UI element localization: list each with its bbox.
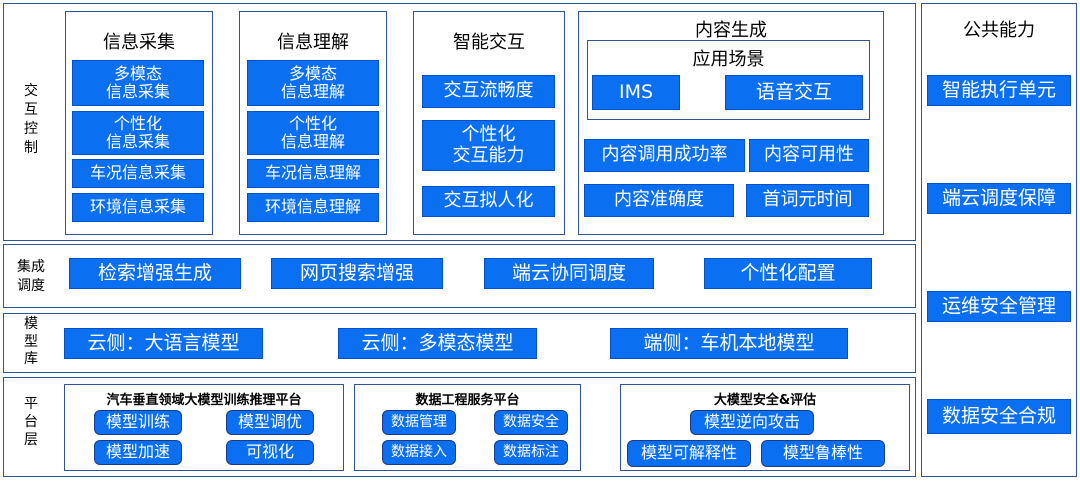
- data-engineering-title: 数据工程服务平台: [415, 393, 520, 408]
- interaction-control-label: 交 互 控 制: [24, 83, 38, 156]
- info-collection-item: 车况信息采集: [72, 159, 204, 188]
- model-library-label: 模 型 库: [24, 316, 38, 367]
- integration-scheduling-label: 集成 调度: [17, 259, 45, 294]
- info-understanding-item: 多模态 信息理解: [247, 60, 379, 106]
- integration-item: 网页搜索增强: [271, 258, 443, 289]
- scenario-item: IMS: [592, 75, 680, 110]
- info-collection-item: 多模态 信息采集: [72, 60, 204, 106]
- info-collection-item: 个性化 信息采集: [72, 111, 204, 155]
- public-capability-item: 数据安全合规: [927, 399, 1071, 434]
- smart-interaction-item: 交互拟人化: [422, 186, 555, 217]
- platform-layer-label: 平 台 层: [24, 396, 38, 449]
- training-platform-item: 模型训练: [94, 410, 182, 435]
- data-engineering-item: 数据接入: [382, 440, 456, 465]
- public-capability-title: 公共能力: [963, 20, 1035, 41]
- model-security-item: 模型可解释性: [627, 440, 751, 467]
- public-capability-item: 端云调度保障: [927, 183, 1071, 214]
- info-understanding-title: 信息理解: [277, 32, 349, 53]
- model-item: 端侧：车机本地模型: [610, 328, 848, 359]
- public-capability-item: 智能执行单元: [927, 75, 1071, 106]
- application-scenario-title: 应用场景: [692, 49, 765, 70]
- info-collection-item: 环境信息采集: [72, 193, 204, 222]
- content-metric-item: 首词元时间: [746, 184, 869, 217]
- scenario-item: 语音交互: [725, 75, 863, 110]
- training-platform-title: 汽车垂直领域大模型训练推理平台: [106, 393, 302, 408]
- content-metric-item: 内容调用成功率: [584, 139, 745, 172]
- training-platform-item: 可视化: [226, 440, 314, 465]
- training-platform-item: 模型加速: [94, 440, 182, 465]
- info-collection-title: 信息采集: [103, 32, 175, 53]
- data-engineering-item: 数据安全: [494, 410, 568, 435]
- info-understanding-item: 个性化 信息理解: [247, 111, 379, 155]
- model-item: 云侧：多模态模型: [338, 328, 537, 359]
- integration-item: 个性化配置: [704, 258, 872, 289]
- training-platform-item: 模型调优: [226, 410, 314, 435]
- model-item: 云侧：大语言模型: [64, 328, 263, 359]
- info-understanding-item: 环境信息理解: [247, 193, 379, 222]
- integration-item: 检索增强生成: [69, 258, 241, 289]
- model-security-item: 模型逆向攻击: [690, 410, 814, 435]
- data-engineering-item: 数据管理: [382, 410, 456, 435]
- model-security-title: 大模型安全&评估: [713, 393, 817, 408]
- content-generation-title: 内容生成: [695, 20, 767, 41]
- data-engineering-item: 数据标注: [494, 440, 568, 465]
- model-security-item: 模型鲁棒性: [761, 440, 885, 467]
- integration-item: 端云协同调度: [484, 258, 654, 289]
- info-understanding-item: 车况信息理解: [247, 159, 379, 188]
- content-metric-item: 内容准确度: [584, 184, 734, 217]
- smart-interaction-item: 交互流畅度: [422, 75, 555, 108]
- content-metric-item: 内容可用性: [749, 139, 869, 172]
- smart-interaction-item: 个性化 交互能力: [422, 120, 555, 171]
- public-capability-item: 运维安全管理: [927, 291, 1071, 322]
- smart-interaction-title: 智能交互: [453, 32, 525, 53]
